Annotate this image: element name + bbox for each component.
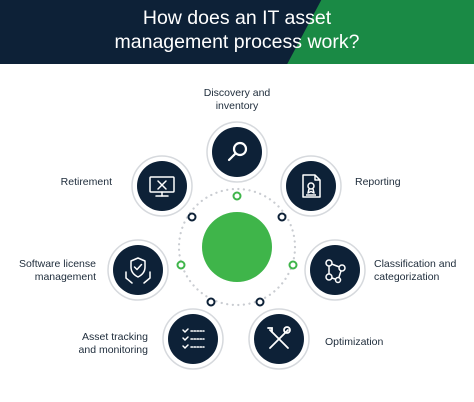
label-line: Software license management xyxy=(18,258,96,283)
checklist-icon xyxy=(182,328,205,350)
step-label-classification: Classification and categorization xyxy=(374,258,472,284)
label-line: Reporting xyxy=(355,176,401,188)
header-banner: How does an IT asset management process … xyxy=(0,0,474,64)
connector-dot xyxy=(176,260,186,270)
page-title: How does an IT asset management process … xyxy=(0,6,474,54)
title-line-1: How does an IT asset xyxy=(142,7,332,29)
connector-dot xyxy=(277,212,287,222)
document-icon xyxy=(302,174,321,198)
step-node-classification xyxy=(304,239,366,301)
process-diagram xyxy=(107,121,366,370)
step-node-reporting xyxy=(280,155,342,217)
label-line: Retirement xyxy=(60,176,112,188)
shield-hands-icon xyxy=(125,257,151,284)
step-label-reporting: Reporting xyxy=(355,176,435,189)
step-label-asset-tracking: Asset tracking and monitoring xyxy=(40,331,148,357)
step-node-software-license xyxy=(107,239,169,301)
step-label-software-license: Software license management xyxy=(4,258,96,284)
connector-dot xyxy=(232,191,242,201)
label-line: Discovery and inventory xyxy=(203,87,271,112)
connector-dot xyxy=(255,297,265,307)
center-circle xyxy=(202,212,272,282)
label-line: Optimization xyxy=(325,336,384,348)
network-icon xyxy=(325,259,346,284)
connector-dot xyxy=(288,260,298,270)
connector-dot xyxy=(206,297,216,307)
label-line: Classification and categorization xyxy=(374,258,457,283)
step-node-retirement xyxy=(131,155,193,217)
step-node-asset-tracking xyxy=(162,308,224,370)
step-node-optimization xyxy=(248,308,310,370)
connector-dot xyxy=(187,212,197,222)
label-line: Asset tracking and monitoring xyxy=(78,331,148,356)
title-line-2: management process work? xyxy=(114,31,360,53)
tools-icon xyxy=(267,326,291,349)
magnifier-icon xyxy=(227,141,248,162)
step-label-discovery: Discovery and inventory xyxy=(187,87,287,113)
step-label-optimization: Optimization xyxy=(325,336,415,349)
dotted-ring xyxy=(177,187,297,307)
step-label-retirement: Retirement xyxy=(30,176,112,189)
step-node-discovery xyxy=(206,121,268,183)
monitor-icon xyxy=(149,176,175,197)
